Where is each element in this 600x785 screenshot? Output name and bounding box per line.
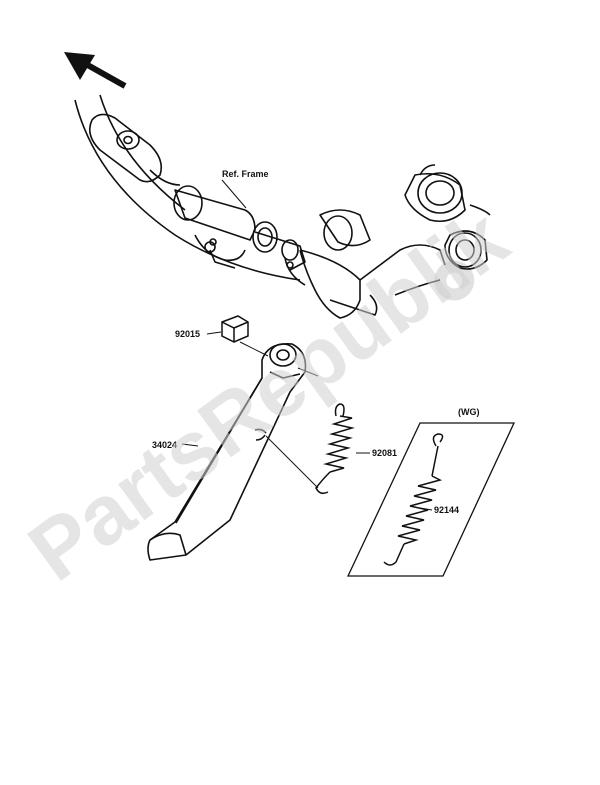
part-34024-label: 34024 bbox=[152, 440, 178, 450]
front-direction-arrow-icon bbox=[64, 52, 127, 89]
part-92081-label: 92081 bbox=[372, 448, 398, 458]
leader-92015 bbox=[206, 331, 222, 335]
part-92144-label: 92144 bbox=[434, 505, 460, 515]
leader-ref-frame bbox=[221, 179, 247, 209]
leader-92144 bbox=[419, 507, 433, 511]
ref-frame-label: Ref. Frame bbox=[222, 169, 269, 179]
spring-92081 bbox=[315, 403, 355, 495]
spring-92144 bbox=[383, 433, 444, 566]
nut-alignment-line bbox=[239, 341, 269, 357]
leader-34024 bbox=[181, 443, 199, 447]
nut-92015 bbox=[221, 315, 249, 343]
frame-illustration bbox=[74, 94, 491, 319]
wg-variant-box bbox=[346, 422, 516, 577]
stand-alignment-line bbox=[297, 367, 319, 377]
side-stand-34024 bbox=[147, 343, 307, 561]
part-92015-label: 92015 bbox=[175, 329, 201, 339]
watermark-logo bbox=[434, 260, 475, 301]
spring-alignment-line bbox=[265, 435, 319, 489]
wg-variant-label: (WG) bbox=[458, 407, 480, 417]
